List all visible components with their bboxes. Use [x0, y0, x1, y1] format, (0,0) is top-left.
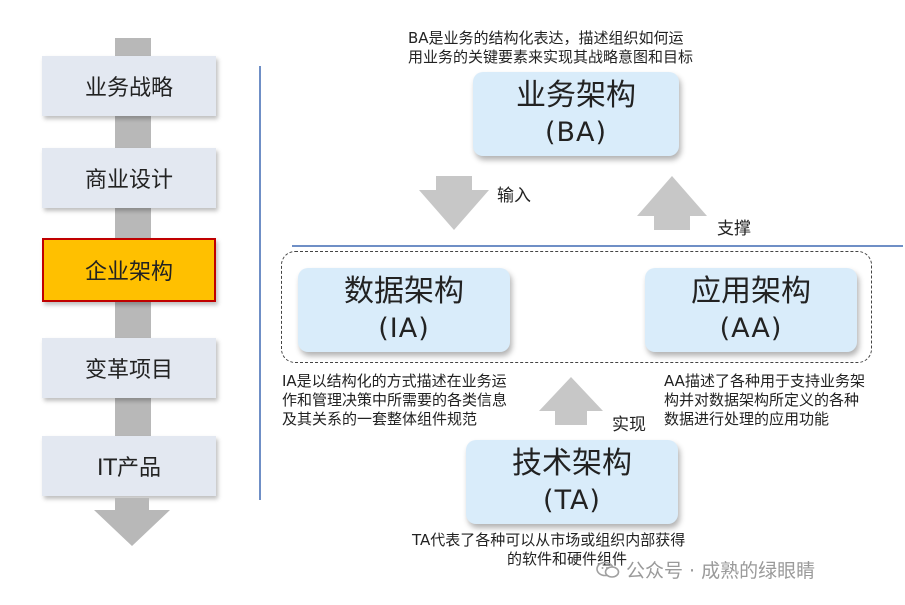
- ba-description: BA是业务的结构化表达，描述组织如何运 用业务的关键要素来实现其战略意图和目标: [408, 29, 693, 67]
- flow-step-enterprise-architecture: 企业架构: [42, 238, 216, 302]
- flow-connector: [115, 398, 151, 436]
- data-architecture-name: 数据架构: [344, 274, 464, 309]
- application-architecture-name: 应用架构: [691, 274, 811, 309]
- data-architecture-box: 数据架构 (IA): [298, 268, 510, 352]
- ba-description-line: BA是业务的结构化表达，描述组织如何运: [408, 29, 684, 47]
- flow-step-label: IT产品: [97, 456, 161, 481]
- application-architecture-abbr: (AA): [719, 313, 783, 344]
- flow-connector: [115, 302, 151, 338]
- wechat-icon: [596, 561, 620, 578]
- ia-description-line: IA是以结构化的方式描述在业务运: [282, 372, 507, 390]
- aa-description-line: 构并对数据架构所定义的各种: [664, 391, 860, 409]
- implement-label: 实现: [612, 415, 646, 435]
- ta-description-line: TA代表了各种可以从市场或组织内部获得: [412, 531, 686, 549]
- ia-description: IA是以结构化的方式描述在业务运 作和管理决策中所需要的各类信息 及其关系的一套…: [282, 372, 507, 429]
- flow-step-label: 业务战略: [84, 76, 173, 101]
- flow-step-it-product: IT产品: [42, 436, 216, 496]
- flow-step-business-strategy: 业务战略: [42, 56, 216, 116]
- technology-architecture-name: 技术架构: [512, 446, 632, 481]
- ia-description-line: 及其关系的一套整体组件规范: [282, 410, 478, 428]
- vertical-divider: [259, 66, 261, 500]
- watermark: 公众号 · 成熟的绿眼睛: [596, 556, 815, 583]
- input-arrow-icon: [419, 176, 489, 230]
- aa-description-line: AA描述了各种用于支持业务架: [664, 372, 865, 390]
- ta-description-line: 的软件和硬件组件: [507, 550, 628, 568]
- data-architecture-abbr: (IA): [378, 313, 430, 344]
- business-architecture-abbr: (BA): [544, 117, 608, 148]
- aa-description: AA描述了各种用于支持业务架 构并对数据架构所定义的各种 数据进行处理的应用功能: [664, 372, 865, 429]
- flow-connector: [115, 208, 151, 238]
- business-architecture-box: 业务架构 (BA): [473, 72, 679, 156]
- business-architecture-name: 业务架构: [516, 78, 636, 113]
- flow-step-transformation-project: 变革项目: [42, 338, 216, 398]
- aa-description-line: 数据进行处理的应用功能: [664, 410, 830, 428]
- watermark-text: 公众号 · 成熟的绿眼睛: [626, 560, 816, 582]
- ta-description: TA代表了各种可以从市场或组织内部获得 的软件和硬件组件: [412, 531, 685, 569]
- support-arrow-icon: [637, 176, 707, 230]
- support-label: 支撑: [717, 219, 751, 239]
- flow-step-label: 商业设计: [84, 168, 173, 193]
- flow-connector: [115, 38, 151, 56]
- implement-arrow-icon: [539, 377, 603, 425]
- flow-connector: [115, 116, 151, 148]
- flow-step-label: 企业架构: [84, 260, 173, 285]
- ba-description-line: 用业务的关键要素来实现其战略意图和目标: [408, 48, 694, 66]
- data-application-group: [281, 251, 872, 363]
- ia-description-line: 作和管理决策中所需要的各类信息: [282, 391, 508, 409]
- flow-step-business-design: 商业设计: [42, 148, 216, 208]
- application-architecture-box: 应用架构 (AA): [645, 268, 857, 352]
- input-label: 输入: [497, 186, 531, 206]
- flow-step-label: 变革项目: [84, 358, 173, 383]
- down-arrow-icon: [94, 498, 170, 546]
- horizontal-divider: [292, 245, 903, 247]
- technology-architecture-abbr: (TA): [543, 485, 601, 516]
- technology-architecture-box: 技术架构 (TA): [466, 440, 678, 524]
